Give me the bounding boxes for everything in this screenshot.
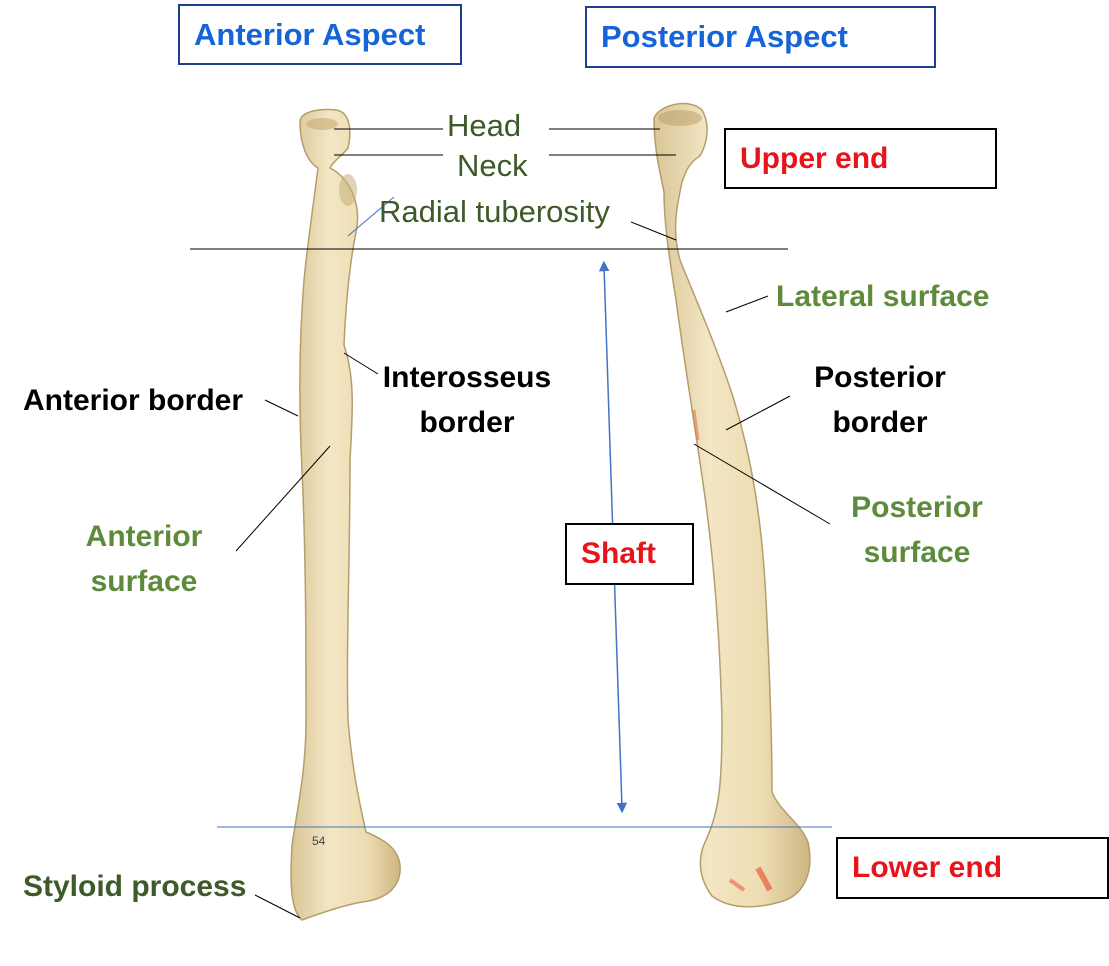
posterior-radius-bone: [653, 102, 811, 908]
interosseus-border-label: Interosseus border: [382, 361, 552, 439]
specimen-mark: 54: [312, 834, 326, 848]
neck-label: Neck: [457, 148, 528, 183]
anterior-aspect-text: Anterior Aspect: [194, 16, 426, 52]
upper-end-text: Upper end: [740, 141, 889, 175]
lower-end-text: Lower end: [852, 851, 1003, 884]
styloid-process-label: Styloid process: [23, 870, 247, 903]
anterior-radius-bone: 54: [290, 108, 401, 921]
anterior-surface-label: Anterior surface: [85, 520, 203, 598]
posterior-surface-label: Posterior surface: [851, 491, 983, 569]
upper-end-box: Upper end: [724, 128, 997, 189]
posterior-aspect-text: Posterior Aspect: [601, 19, 848, 54]
anterior-aspect-header: Anterior Aspect: [178, 4, 462, 65]
radial-tuberosity-label: Radial tuberosity: [379, 194, 610, 229]
posterior-aspect-header: Posterior Aspect: [585, 6, 936, 68]
posterior-border-label: Posterior border: [814, 361, 946, 439]
lower-end-box: Lower end: [836, 837, 1109, 899]
shaft-box: Shaft: [565, 523, 694, 585]
anterior-border-label: Anterior border: [23, 384, 244, 417]
head-label: Head: [447, 108, 522, 143]
leader-lines: [235, 128, 831, 919]
radial-tuberosity-leader: [347, 196, 395, 237]
shaft-text: Shaft: [581, 537, 656, 570]
lateral-surface-label: Lateral surface: [776, 280, 990, 313]
